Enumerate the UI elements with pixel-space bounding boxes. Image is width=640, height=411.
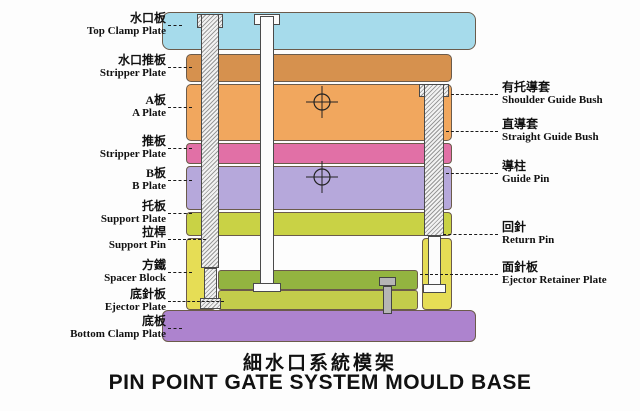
label-bottom-clamp-plate: 底板 Bottom Clamp Plate bbox=[70, 315, 166, 341]
label-b-plate-cn: B板 bbox=[145, 166, 166, 180]
leader-stripper-plate bbox=[168, 148, 192, 149]
label-straight-guide-bush-en: Straight Guide Bush bbox=[502, 131, 599, 143]
label-straight-guide-bush-cn: 直導套 bbox=[502, 117, 539, 131]
label-runner-stripper-plate-cn: 水口推板 bbox=[117, 53, 166, 67]
leader-spacer-block bbox=[168, 272, 192, 273]
a-plate-shape bbox=[186, 84, 452, 141]
label-a-plate: A板 A Plate bbox=[132, 94, 166, 120]
label-a-plate-cn: A板 bbox=[145, 93, 166, 107]
diagram-title-english: PIN POINT GATE SYSTEM MOULD BASE bbox=[108, 371, 532, 394]
label-top-clamp-plate: 水口板 Top Clamp Plate bbox=[87, 12, 166, 38]
stripper-plate-shape bbox=[186, 143, 452, 164]
label-ejector-plate-cn: 底針板 bbox=[129, 287, 166, 301]
support-pin-shaft bbox=[201, 14, 219, 268]
label-ejector-retainer-plate-en: Ejector Retainer Plate bbox=[502, 274, 607, 286]
leader-support-plate bbox=[168, 213, 192, 214]
label-ejector-plate-en: Ejector Plate bbox=[104, 301, 166, 313]
leader-bottom-clamp-plate bbox=[168, 328, 182, 329]
label-support-plate-en: Support Plate bbox=[100, 213, 166, 225]
label-stripper-plate: 推板 Stripper Plate bbox=[100, 135, 166, 161]
label-runner-stripper-plate: 水口推板 Stripper Plate bbox=[100, 54, 166, 80]
label-spacer-block-cn: 方鐵 bbox=[141, 258, 166, 272]
label-shoulder-guide-bush: 有托導套 Shoulder Guide Bush bbox=[502, 81, 603, 107]
label-guide-pin-en: Guide Pin bbox=[502, 173, 550, 185]
label-bottom-clamp-plate-en: Bottom Clamp Plate bbox=[70, 328, 166, 340]
label-shoulder-guide-bush-en: Shoulder Guide Bush bbox=[502, 94, 603, 106]
label-b-plate: B板 B Plate bbox=[132, 167, 166, 193]
guide-pin-shaft bbox=[424, 84, 444, 236]
label-stripper-plate-cn: 推板 bbox=[141, 134, 166, 148]
label-b-plate-en: B Plate bbox=[132, 180, 166, 192]
ejector-screw-head bbox=[379, 277, 396, 286]
label-guide-pin-cn: 導柱 bbox=[502, 159, 527, 173]
label-straight-guide-bush: 直導套 Straight Guide Bush bbox=[502, 118, 599, 144]
label-top-clamp-plate-en: Top Clamp Plate bbox=[86, 25, 166, 37]
label-support-pin-en: Support Pin bbox=[108, 239, 166, 251]
puller-pin-foot bbox=[253, 283, 281, 292]
leader-top-clamp-plate bbox=[168, 25, 182, 26]
label-return-pin-cn: 回針 bbox=[502, 220, 527, 234]
leader-ejector-retainer-plate bbox=[420, 274, 498, 275]
label-support-plate: 托板 Support Plate bbox=[101, 200, 166, 226]
label-return-pin-en: Return Pin bbox=[502, 234, 555, 246]
label-support-plate-cn: 托板 bbox=[141, 199, 166, 213]
leader-b-plate bbox=[168, 180, 192, 181]
puller-pin-shaft bbox=[260, 16, 274, 290]
label-runner-stripper-plate-en: Stripper Plate bbox=[99, 67, 166, 79]
diagram-title-chinese: 細水口系統模架 bbox=[242, 353, 397, 374]
b-plate-shape bbox=[186, 166, 452, 210]
leader-support-pin bbox=[168, 239, 206, 240]
center-mark-icon-a-plate bbox=[306, 86, 338, 118]
label-shoulder-guide-bush-cn: 有托導套 bbox=[502, 80, 551, 94]
support-plate-shape bbox=[186, 212, 452, 236]
bottom-clamp-plate-shape bbox=[162, 310, 476, 342]
support-pin-foot bbox=[200, 298, 221, 309]
leader-ejector-plate bbox=[168, 301, 224, 302]
label-top-clamp-plate-cn: 水口板 bbox=[129, 11, 166, 25]
ejector-screw-shaft bbox=[383, 286, 392, 314]
label-ejector-plate: 底針板 Ejector Plate bbox=[105, 288, 166, 314]
leader-runner-stripper-plate bbox=[168, 67, 192, 68]
label-guide-pin: 導柱 Guide Pin bbox=[502, 160, 549, 186]
label-ejector-retainer-plate-cn: 面針板 bbox=[502, 260, 539, 274]
runner-stripper-plate-shape bbox=[186, 54, 452, 82]
label-stripper-plate-en: Stripper Plate bbox=[99, 148, 166, 160]
support-pin-lower bbox=[204, 268, 217, 304]
center-mark-icon-b-plate bbox=[306, 161, 338, 193]
label-return-pin: 回針 Return Pin bbox=[502, 221, 554, 247]
return-pin-shape bbox=[428, 236, 441, 286]
label-support-pin-cn: 拉桿 bbox=[141, 225, 166, 239]
label-support-pin: 拉桿 Support Pin bbox=[109, 226, 166, 252]
leader-return-pin bbox=[443, 234, 498, 235]
label-bottom-clamp-plate-cn: 底板 bbox=[141, 314, 166, 328]
label-spacer-block-en: Spacer Block bbox=[104, 272, 166, 284]
leader-shoulder-guide-bush bbox=[451, 94, 498, 95]
return-pin-foot bbox=[423, 284, 446, 293]
label-a-plate-en: A Plate bbox=[132, 107, 166, 119]
label-ejector-retainer-plate: 面針板 Ejector Retainer Plate bbox=[502, 261, 607, 287]
leader-a-plate bbox=[168, 107, 192, 108]
leader-guide-pin bbox=[446, 173, 498, 174]
label-spacer-block: 方鐵 Spacer Block bbox=[104, 259, 166, 285]
leader-straight-guide-bush bbox=[446, 131, 498, 132]
